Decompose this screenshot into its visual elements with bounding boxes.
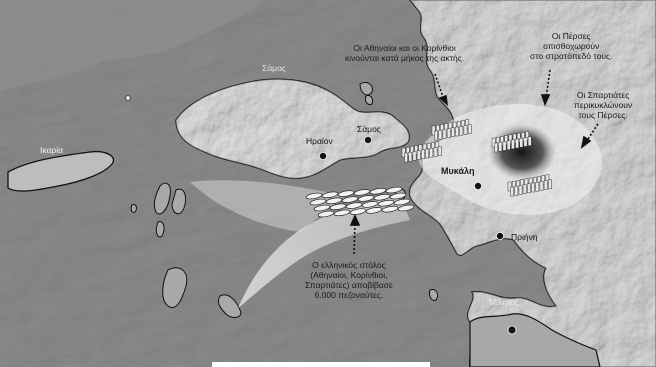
soldier-block [515, 138, 519, 149]
samos-island-label: Σάμος [262, 63, 286, 73]
soldier-block [455, 126, 459, 137]
islets [130, 81, 439, 318]
town-markers [125, 95, 517, 335]
soldier-block [434, 130, 438, 141]
soldier-block [531, 182, 535, 193]
soldier-block [421, 149, 425, 160]
athenians-line-1: Οι Αθηναίοι και οι Κορίνθιοι [353, 43, 456, 53]
fleet-line-1: Ο ελληνικός στόλος [312, 260, 386, 270]
persians-line-3: στο στρατόπεδό τους. [530, 51, 613, 61]
soldier-block [437, 146, 442, 156]
ikaria-island [7, 150, 115, 192]
mykale-label: Μυκάλη [441, 166, 475, 176]
miletus-marker [507, 325, 517, 335]
soldier-block [527, 183, 531, 194]
soldier-block [438, 129, 443, 140]
soldier-block [459, 125, 464, 136]
soldier-block [412, 151, 417, 161]
soldier-block [522, 184, 527, 194]
small-marker [125, 95, 131, 101]
fleet-line-4: 6.000 πεζοναύτες. [314, 290, 384, 300]
samos-town-marker [363, 135, 372, 144]
ikaria-label: Ικαρία [40, 145, 64, 155]
soldier-block [442, 129, 447, 139]
soldier-block [506, 140, 511, 150]
persians-line-1: Οι Πέρσες [551, 31, 591, 41]
fleet-landing-beam [238, 196, 410, 308]
soldier-block [404, 152, 408, 163]
soldier-block [511, 139, 515, 150]
fleet-line-2: (Αθηναίοι, Κορίνθιοι, [310, 270, 388, 280]
athenians-annotation: Οι Αθηναίοι και οι Κορίνθιοι κινούνται κ… [345, 43, 464, 63]
soldier-block [519, 137, 524, 148]
soldier-block [510, 186, 514, 197]
soldier-block [548, 179, 552, 190]
arrow-fleet [353, 221, 356, 255]
soldier-block [502, 141, 507, 151]
persians-line-2: οπισθοχωρούν [543, 41, 600, 51]
arrow-athenians [434, 73, 445, 101]
spartans-line-3: τους Πέρσες. [578, 110, 628, 120]
arrows [349, 69, 599, 255]
soldier-block [451, 127, 455, 138]
athenians-line-2: κινούνται κατά μήκος της ακτής. [345, 53, 465, 63]
soldier-block [535, 181, 540, 192]
spartans-annotation: Οι Σπαρτιάτες περικυκλώνουν τους Πέρσες. [574, 90, 632, 120]
spartans-line-2: περικυκλώνουν [574, 100, 633, 110]
arrow-persians [545, 69, 551, 99]
soldier-block [514, 185, 519, 196]
priene-label: Πριήνη [511, 232, 538, 242]
mykale-marker [473, 181, 482, 190]
soldier-block [518, 185, 523, 195]
miletus-peninsula [469, 313, 601, 367]
soldier-block [543, 180, 548, 190]
west-coast-land [0, 0, 260, 92]
caption-strip [212, 362, 430, 367]
soldier-block [523, 137, 528, 147]
priene-marker [495, 231, 504, 240]
soldier-block [498, 141, 503, 152]
soldier-block [494, 142, 498, 153]
soldier-block [467, 124, 472, 134]
spartans-line-1: Οι Σπαρτιάτες [576, 90, 630, 100]
heraion-marker [318, 151, 327, 160]
fleet-annotation: Ο ελληνικός στόλος (Αθηναίοι, Κορίνθιοι,… [305, 260, 393, 300]
soldier-block [408, 151, 413, 162]
soldier-block [433, 147, 438, 157]
miletus-label: Μίλητος [489, 297, 520, 307]
soldier-block [527, 136, 532, 146]
soldier-block [463, 125, 468, 135]
heraion-label: Ηραίον [306, 136, 333, 146]
soldier-block [429, 147, 434, 158]
samos-town-label: Σάμος [357, 124, 381, 134]
soldier-block [539, 181, 544, 191]
soldier-block [425, 148, 429, 159]
soldier-block [446, 128, 451, 138]
persians-annotation: Οι Πέρσες οπισθοχωρούν στο στρατόπεδό το… [530, 31, 612, 61]
fleet-line-3: Σπαρτιάτες) αποβίβασε [305, 280, 393, 290]
soldier-block [416, 150, 421, 160]
